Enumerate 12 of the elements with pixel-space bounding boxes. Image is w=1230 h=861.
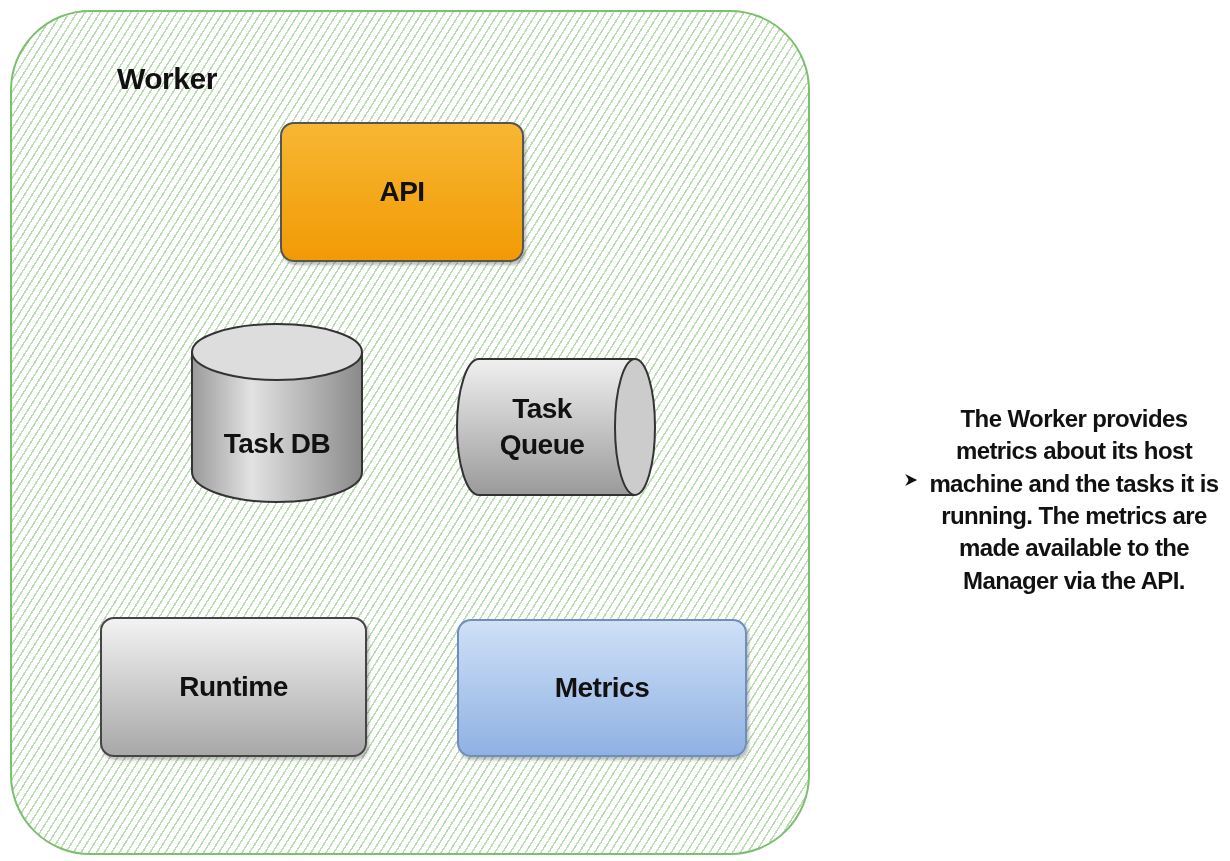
database-label: Task DB [222, 427, 332, 462]
arrow [905, 474, 918, 486]
runtime-box [100, 617, 367, 757]
worker-container [10, 10, 810, 855]
queue-label: Task Queue [498, 391, 586, 462]
description-text: The Worker provides metrics about its host machine and the tasks it is running. The metrics are made available to the Manager via the API. [928, 403, 1220, 596]
box-label: Metrics [554, 670, 650, 705]
metrics-box [457, 619, 747, 757]
box-label: Runtime [179, 669, 288, 704]
container-title: Worker [117, 62, 217, 96]
box-label: API [379, 174, 425, 209]
api-box [280, 122, 524, 262]
